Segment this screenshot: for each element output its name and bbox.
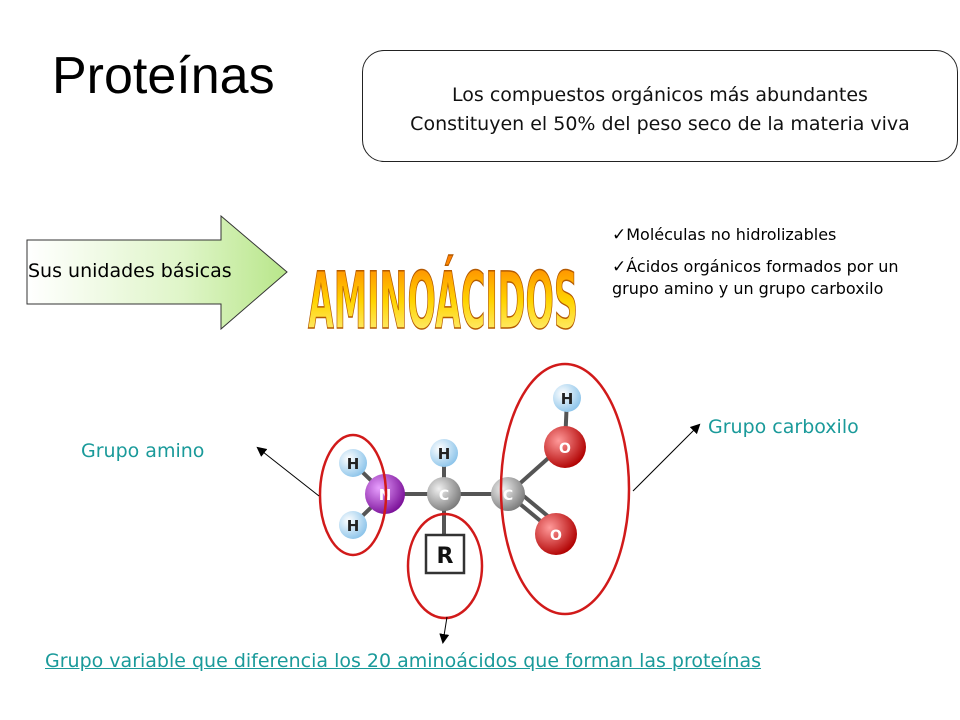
bullet-text: Ácidos orgánicos formados por un grupo a… (612, 257, 899, 298)
r-group-ring (406, 512, 484, 620)
svg-text:H: H (347, 517, 360, 535)
carboxyl-pointer-arrow (632, 423, 701, 492)
carbon-atom: C (491, 477, 525, 511)
svg-text:H: H (561, 390, 574, 408)
check-icon: ✓ (612, 257, 627, 277)
r-group-box: R (424, 533, 466, 575)
right-arrow-shape (26, 215, 288, 330)
svg-text:C: C (503, 488, 513, 504)
oxygen-atom: O (535, 513, 577, 555)
info-line-1: Los compuestos orgánicos más abundantes (452, 84, 868, 106)
bullet-list: ✓Moléculas no hidrolizables ✓Ácidos orgá… (612, 224, 932, 310)
page-title: Proteínas (52, 47, 275, 105)
variable-group-link[interactable]: Grupo variable que diferencia los 20 ami… (45, 650, 762, 672)
carboxyl-group-label: Grupo carboxilo (708, 416, 859, 438)
info-line-2: Constituyen el 50% del peso seco de la m… (410, 113, 910, 135)
carboxyl-group-ring (499, 362, 631, 616)
bullet-text: Moléculas no hidrolizables (626, 225, 837, 244)
svg-text:C: C (439, 488, 449, 504)
amino-pointer-arrow (256, 446, 320, 497)
svg-text:O: O (550, 528, 562, 544)
hydrogen-atom: H (553, 384, 581, 412)
carbon-atom: C (427, 477, 461, 511)
bullet-item: ✓Ácidos orgánicos formados por un grupo … (612, 256, 932, 300)
info-box: Los compuestos orgánicos más abundantes … (362, 50, 958, 162)
variable-pointer-arrow (439, 616, 450, 644)
bullet-item: ✓Moléculas no hidrolizables (612, 224, 932, 246)
svg-text:O: O (559, 441, 571, 457)
arrow-label: Sus unidades básicas (28, 260, 232, 282)
bonds (351, 396, 569, 547)
oxygen-atom: O (544, 426, 586, 468)
hydrogen-atom: H (430, 439, 458, 467)
amino-group-label: Grupo amino (81, 440, 205, 462)
svg-text:H: H (438, 445, 451, 463)
hydrogen-atom: H (339, 511, 367, 539)
amino-group-ring (318, 433, 388, 557)
svg-text:R: R (437, 544, 454, 569)
check-icon: ✓ (612, 225, 627, 245)
hydrogen-atom: H (339, 449, 367, 477)
svg-text:H: H (347, 455, 360, 473)
